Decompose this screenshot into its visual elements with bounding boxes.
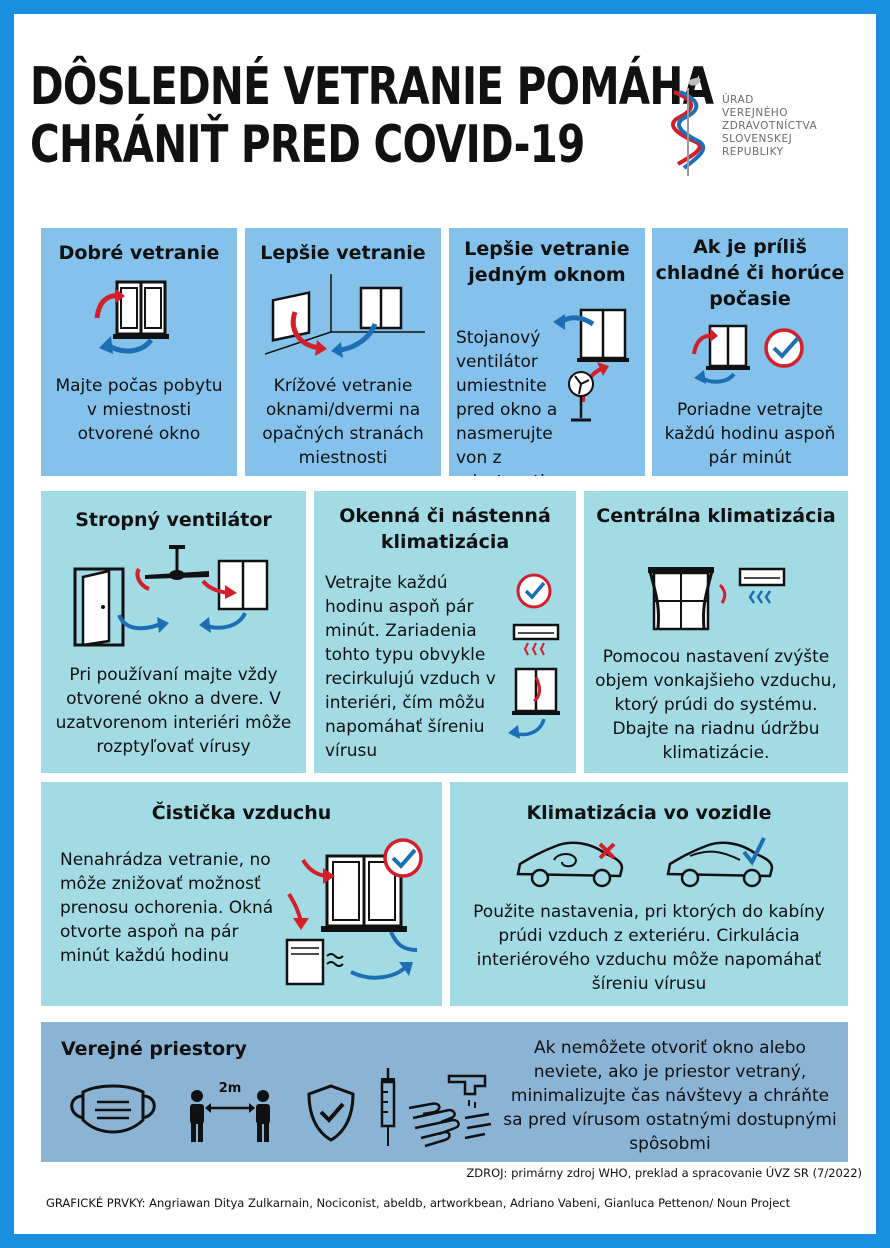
shield-check-icon — [307, 1084, 355, 1142]
page-title: DÔSLEDNÉ VETRANIE POMÁHA CHRÁNIŤ PRED CO… — [30, 57, 714, 175]
card-heading: Okenná či nástenná klimatizácia — [339, 505, 551, 553]
card-heading: Lepšie vetranie jedným oknom — [464, 238, 630, 286]
logo-line: ZDRAVOTNÍCTVA — [722, 120, 818, 132]
window-clock-icon — [692, 324, 804, 384]
uvz-logo: ÚRAD VEREJNÉHO ZDRAVOTNÍCTVA SLOVENSKEJ … — [668, 72, 848, 182]
card-central-ac: Centrálna klimatizácia Pomocou nastavení… — [584, 491, 848, 773]
card-text: Pomocou nastavení zvýšte objem vonkajšie… — [595, 647, 837, 763]
card-heading: Ak je príliš chladné či horúce počasie — [655, 236, 845, 310]
ac-window-icon — [508, 573, 560, 739]
logo-line: REPUBLIKY — [722, 146, 784, 158]
card-text: Pri používaní majte vždy otvorené okno a… — [55, 665, 292, 757]
logo-text: ÚRAD VEREJNÉHO ZDRAVOTNÍCTVA SLOVENSKEJ … — [722, 94, 817, 159]
card-car-ac: Klimatizácia vo vozidle Použite nastaven… — [450, 782, 848, 1006]
syringe-icon — [380, 1068, 396, 1146]
ceiling-fan-scene-icon — [73, 545, 269, 647]
handwash-icon — [408, 1074, 492, 1148]
card-text: Stojanový ventilátor umiestnite pred okn… — [456, 328, 558, 476]
card-public-spaces: Verejné priestory 2m Ak — [41, 1022, 848, 1162]
card-better-ventilation: Lepšie vetranie Krížové vetranie oknami/… — [245, 228, 441, 476]
card-heading: Centrálna klimatizácia — [596, 505, 836, 527]
graphics-credits: GRAFICKÉ PRVKY: Angriawan Ditya Zulkarna… — [46, 1196, 791, 1210]
card-heading: Lepšie vetranie — [260, 242, 426, 264]
card-air-purifier: Čistička vzduchu Nenahrádza vetranie, no… — [41, 782, 442, 1006]
card-text: Majte počas pobytu v miestnosti otvorené… — [55, 376, 223, 444]
car-ventilation-icon — [516, 837, 774, 888]
card-heading: Klimatizácia vo vozidle — [526, 802, 772, 824]
people-distance-icon: 2m — [190, 1081, 270, 1142]
card-heading: Dobré vetranie — [58, 242, 220, 264]
card-text: Použite nastavenia, pri ktorých do kabín… — [473, 902, 825, 994]
title-line-2: CHRÁNIŤ PRED COVID-19 — [30, 115, 585, 175]
card-text: Ak nemôžete otvoriť okno alebo neviete, … — [503, 1038, 837, 1154]
card-ceiling-fan: Stropný ventilátor Pri používaní majte v… — [41, 491, 306, 773]
card-text: Poriadne vetrajte každú hodinu aspoň pár… — [664, 400, 836, 468]
car-icon — [666, 837, 774, 888]
mask-icon — [70, 1084, 156, 1134]
card-good-ventilation: Dobré vetranie Majte počas pobytu v mies… — [41, 228, 237, 476]
window-icon — [94, 280, 169, 354]
card-window-ac: Okenná či nástenná klimatizácia Vetrajte… — [314, 491, 576, 773]
central-ac-icon — [648, 567, 786, 631]
card-extreme-weather: Ak je príliš chladné či horúce počasie P… — [652, 228, 848, 476]
purifier-window-icon — [285, 838, 423, 986]
logo-line: VEREJNÉHO — [722, 107, 788, 119]
title-line-1: DÔSLEDNÉ VETRANIE POMÁHA — [30, 57, 714, 117]
distance-label: 2m — [219, 1081, 242, 1096]
card-text: Krížové vetranie oknami/dvermi na opačný… — [262, 376, 424, 468]
card-heading: Verejné priestory — [61, 1038, 247, 1060]
card-text: Vetrajte každú hodinu aspoň pár minút. Z… — [325, 573, 496, 761]
card-text: Nenahrádza vetranie, no môže znižovať mo… — [60, 850, 274, 966]
card-heading: Čistička vzduchu — [151, 802, 332, 824]
logo-line: ÚRAD — [722, 94, 754, 106]
caduceus-icon — [670, 77, 706, 176]
card-one-window: Lepšie vetranie jedným oknom Stojanový v… — [449, 228, 645, 476]
source-note: ZDROJ: primárny zdroj WHO, preklad a spr… — [466, 1166, 862, 1180]
cross-ventilation-icon — [265, 274, 425, 358]
window-fan-icon — [553, 308, 629, 422]
logo-line: SLOVENSKEJ — [722, 133, 793, 145]
card-heading: Stropný ventilátor — [75, 509, 272, 531]
car-icon — [516, 841, 624, 888]
